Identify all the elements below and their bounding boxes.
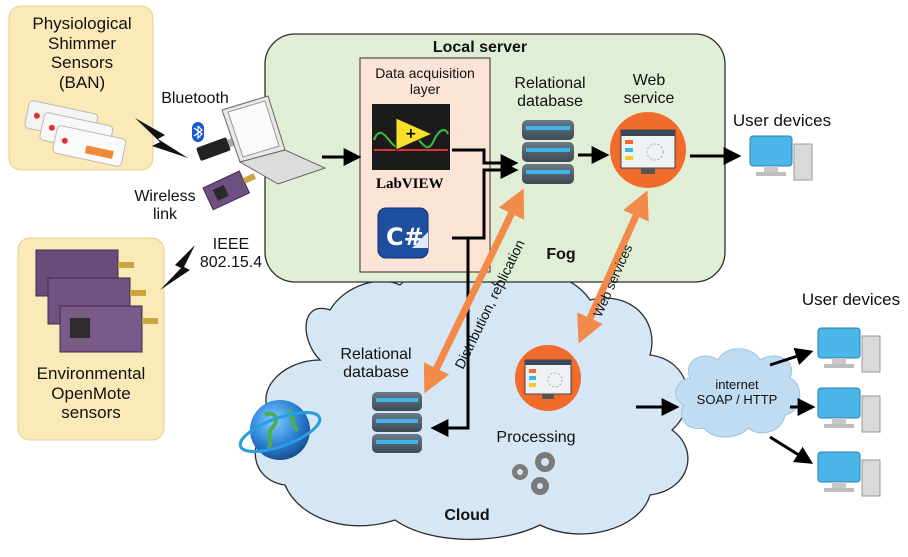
shimmer-device-icon xyxy=(24,100,127,167)
bluetooth-label: Bluetooth xyxy=(161,90,229,107)
user-devices-cloud-label: User devices xyxy=(801,290,901,309)
distribution-replication-arrow xyxy=(423,188,525,394)
gears-icon xyxy=(512,452,555,495)
local-database-icon xyxy=(522,120,574,184)
globe-icon xyxy=(238,400,322,460)
user-device-icon xyxy=(817,387,881,433)
fog-label: Fog xyxy=(546,246,576,263)
ieee-lightning-icon xyxy=(160,245,195,290)
processing-label: Processing xyxy=(496,429,576,446)
internet-label: internet SOAP / HTTP xyxy=(696,377,778,407)
bluetooth-dongle-icon xyxy=(192,122,240,161)
user-device-icon xyxy=(817,327,881,373)
ieee-label: IEEE 802.15.4 xyxy=(199,236,263,272)
laptop-icon xyxy=(221,95,327,185)
acquisition-layer-label: Data acquisition layer xyxy=(375,65,475,98)
internet-cloud xyxy=(675,348,800,438)
wireless-link-label: Wireless link xyxy=(134,188,196,224)
csharp-logo-text: C# xyxy=(386,223,424,251)
web-service-label: Web service xyxy=(623,72,675,108)
bluetooth-lightning-icon xyxy=(135,118,188,158)
user-device-icon xyxy=(749,135,813,181)
shimmer-sensors-label: Physiological Shimmer Sensors (BAN) xyxy=(32,14,132,92)
cloud-web-service-icon xyxy=(515,345,581,411)
local-server-title: Local server xyxy=(432,39,528,56)
csharp-logo: C# xyxy=(377,207,429,259)
labview-logo-text: LabVIEW xyxy=(376,176,444,192)
labview-logo: + LabVIEW xyxy=(372,104,450,192)
svg-text:+: + xyxy=(405,126,417,142)
web-services-arrow xyxy=(577,190,649,344)
cloud-database-label: Relational database xyxy=(340,346,412,382)
cloud-database-icon xyxy=(372,392,422,453)
web-service-icon xyxy=(610,112,686,188)
user-devices-local-label: User devices xyxy=(732,111,832,130)
cloud-shape xyxy=(254,267,689,541)
openmote-board-icon xyxy=(35,249,158,353)
user-device-icon xyxy=(817,451,881,497)
local-database-label: Relational database xyxy=(514,75,586,111)
wireless-module-icon xyxy=(202,170,257,211)
openmote-sensors-label: Environmental OpenMote sensors xyxy=(36,364,146,423)
cloud-label: Cloud xyxy=(444,507,490,524)
